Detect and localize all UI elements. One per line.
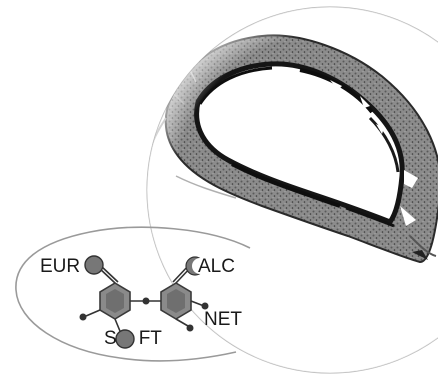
node-bridge xyxy=(142,297,150,305)
logo-ellipse-arc xyxy=(15,226,251,362)
node-net xyxy=(201,302,209,310)
label-soft-left: S xyxy=(104,328,117,349)
label-soft: S FT xyxy=(104,329,162,348)
label-euro: EUR xyxy=(40,256,81,277)
node-calc-crescent xyxy=(185,256,208,276)
label-soft-right: FT xyxy=(138,328,162,349)
label-calc: ALC xyxy=(198,256,235,277)
node-soft xyxy=(115,329,135,349)
node-euro xyxy=(84,255,104,275)
node-small-right xyxy=(186,324,194,332)
tissue-section xyxy=(147,7,438,373)
node-small-left xyxy=(79,313,87,321)
label-net: NET xyxy=(204,309,242,330)
